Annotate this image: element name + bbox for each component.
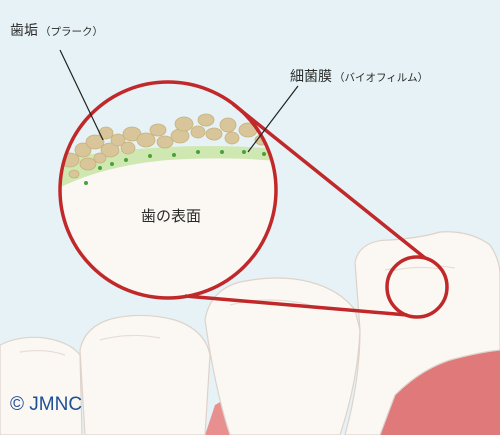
plaque-label-main: 歯垢 <box>10 23 38 39</box>
gum <box>380 350 500 435</box>
tooth-surface-label: 歯の表面 <box>141 207 202 225</box>
plaque-leader-line <box>59 49 104 141</box>
teeth <box>0 231 500 435</box>
magnified-view <box>60 82 276 298</box>
biofilm-label-main: 細菌膜 <box>290 69 332 85</box>
biofilm-leader-line <box>247 85 299 153</box>
tooth-enamel <box>60 158 276 298</box>
plaque-label-sub: （プラーク） <box>40 26 103 38</box>
copyright-text: © JMNC <box>10 394 83 415</box>
biofilm-label-sub: （バイオフィルム） <box>334 72 429 84</box>
biofilm-label: 細菌膜（バイオフィルム） <box>290 66 428 86</box>
plaque-label: 歯垢（プラーク） <box>10 20 103 40</box>
tooth-left <box>79 314 211 435</box>
tooth-far-left <box>0 336 83 435</box>
tooth-middle <box>204 277 361 435</box>
